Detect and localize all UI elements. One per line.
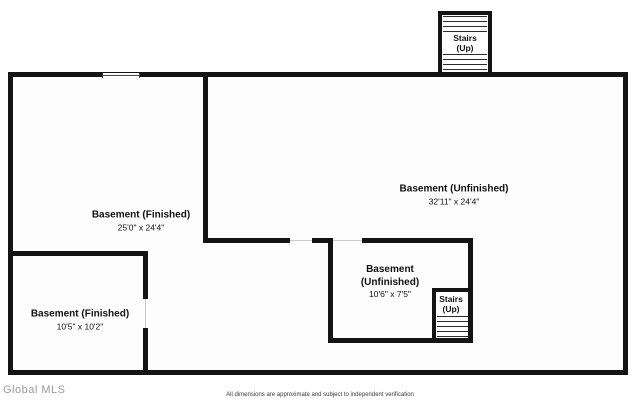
stairs-top-label: Stairs (Up) xyxy=(453,33,477,53)
stair-treads-icon xyxy=(443,16,487,33)
stairs-bottom-label: Stairs (Up) xyxy=(439,294,463,314)
disclaimer-text: All dimensions are approximate and subje… xyxy=(226,392,414,398)
room-dims: 10'5" x 10'2" xyxy=(56,320,104,331)
room-dims: 32'11" x 24'4" xyxy=(428,195,480,206)
stairs-bottom-line2: (Up) xyxy=(442,304,460,314)
room-label-finished-small: Basement (Finished) 10'5" x 10'2" xyxy=(31,308,129,331)
interior-wall-divider-b xyxy=(312,238,332,243)
globalmls-watermark: Global MLS xyxy=(3,384,66,396)
small-room-right-wall-upper xyxy=(143,251,148,299)
mid-room-left-wall xyxy=(328,238,333,343)
room-label-finished-main: Basement (Finished) 25'0" x 24'4" xyxy=(92,209,190,232)
room-name: Basement xyxy=(366,264,414,276)
room-label-unfinished-main: Basement (Unfinished) 32'11" x 24'4" xyxy=(400,183,509,206)
room-name: (Unfinished) xyxy=(360,276,420,288)
interior-wall-vertical-main xyxy=(203,74,208,243)
window-pane xyxy=(103,75,139,76)
room-name: Basement (Finished) xyxy=(91,209,191,221)
outer-wall xyxy=(8,72,628,375)
stairs-top-line2: (Up) xyxy=(456,43,474,53)
room-name: Basement (Finished) xyxy=(30,308,130,320)
small-room-right-wall-lower xyxy=(143,328,148,375)
door-opening xyxy=(332,240,362,241)
stair-treads-icon xyxy=(443,54,487,71)
stairs-top-line1: Stairs xyxy=(453,32,477,43)
door-opening xyxy=(290,240,312,241)
room-dims: 25'0" x 24'4" xyxy=(117,221,165,232)
mid-room-bottom-wall xyxy=(328,338,473,343)
room-name: Basement (Unfinished) xyxy=(399,183,509,195)
room-label-unfinished-small: Basement (Unfinished) 10'6" x 7'5" xyxy=(361,264,419,300)
interior-wall-divider-c xyxy=(362,238,473,243)
stairs-bottom-line1: Stairs xyxy=(439,293,463,304)
stair-treads-icon xyxy=(437,316,468,337)
small-room-top-wall xyxy=(8,251,148,256)
interior-wall-divider-a xyxy=(203,238,290,243)
door-opening xyxy=(145,299,146,328)
bottom-stairs-top-wall xyxy=(432,288,468,292)
mid-room-right-wall xyxy=(468,238,473,343)
window-icon xyxy=(102,73,140,78)
bottom-stairs-left-wall xyxy=(432,288,436,338)
room-dims: 10'6" x 7'5" xyxy=(369,289,411,300)
